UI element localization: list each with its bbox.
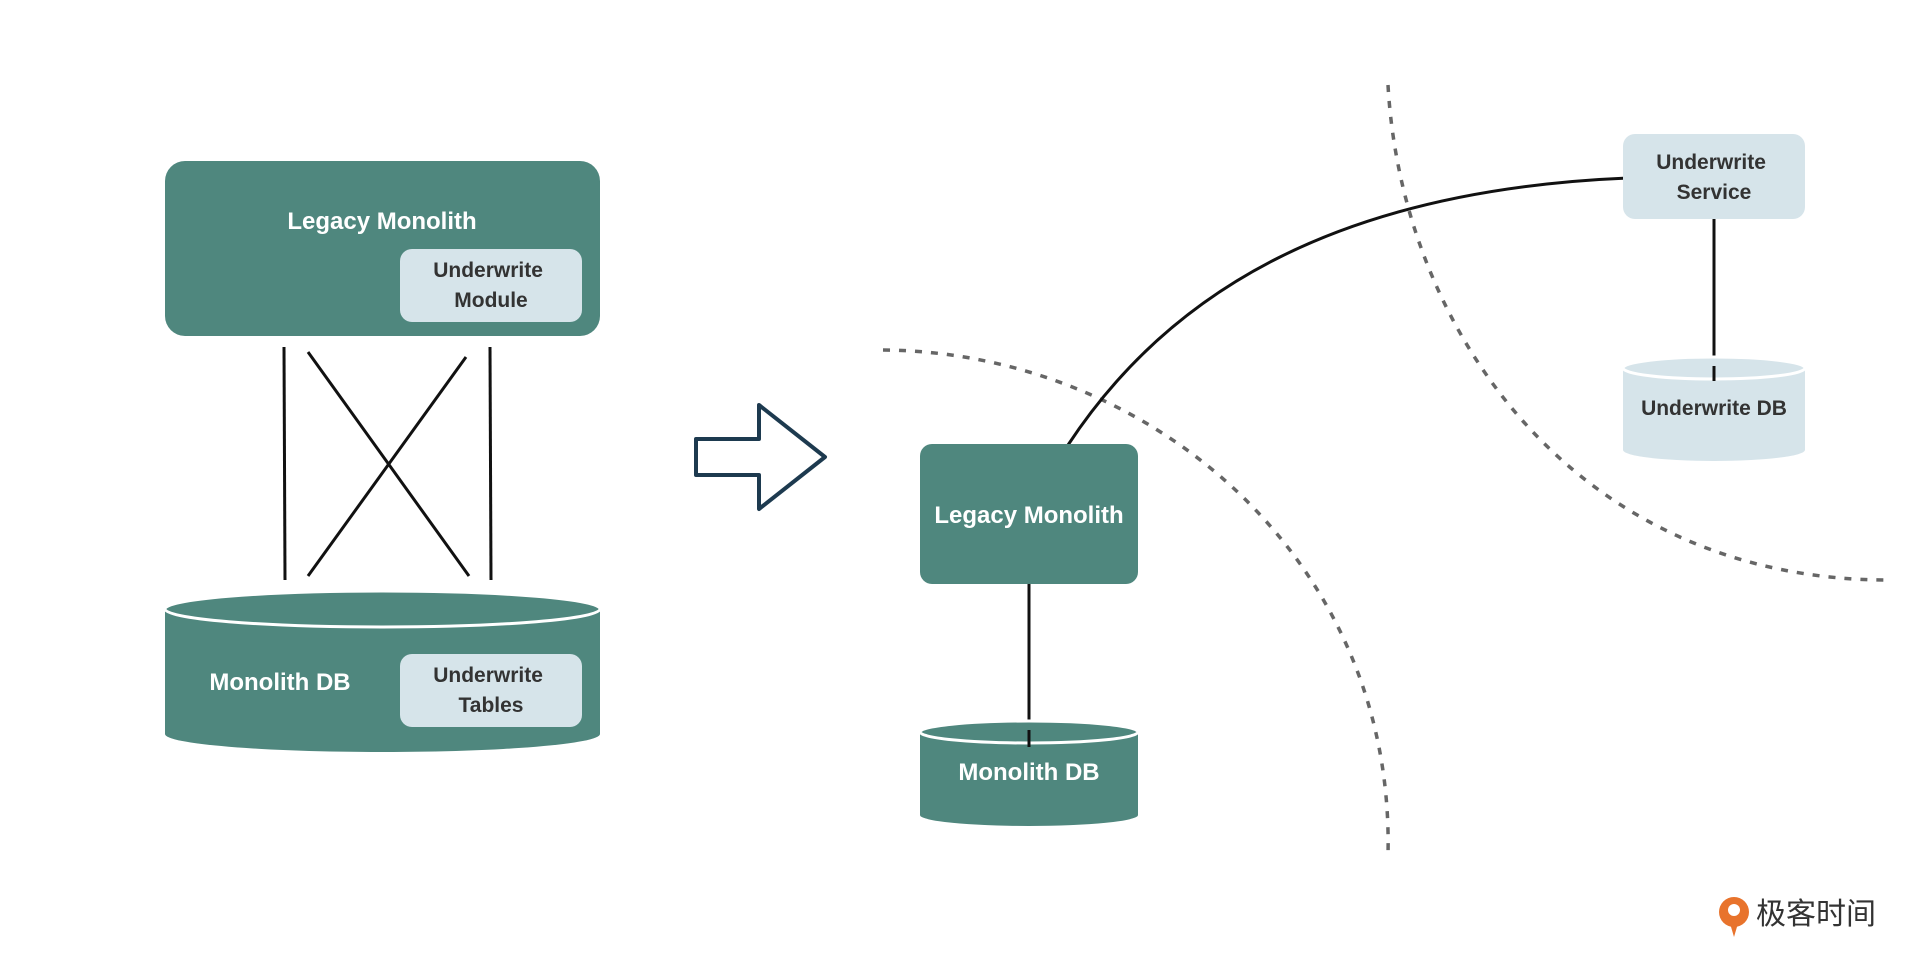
cylinder-top [163,589,602,629]
underwrite-service-label: Underwrite Service [1656,151,1772,204]
underwrite-tables-box [400,654,582,727]
cylinder-body [920,732,1138,826]
legacy-monolith-small-label: Legacy Monolith [934,502,1123,529]
monolith-to-service-connection [1066,176,1629,446]
transition-arrow-icon [694,403,827,511]
brand-name: 极客时间 [1756,897,1876,932]
monolith-db-label: Monolith DB [209,669,350,696]
underwrite-db-label: Underwrite DB [1641,397,1787,420]
connection-line [306,356,468,577]
underwrite-module-box [400,249,582,322]
legacy-monolith-label: Legacy Monolith [287,208,476,235]
legacy-monolith-small-box [920,444,1138,584]
connection-line [488,346,493,581]
monolith-boundary-dashed-curve [882,348,1390,856]
underwrite-module-label: Underwrite Module [433,259,549,312]
underwrite-tables-label: Underwrite Tables [433,664,549,717]
cylinder-body [1623,368,1805,461]
logo-circle-inner [1728,904,1740,916]
underwrite-service-box [1623,134,1805,219]
monolith-db-small-label: Monolith DB [958,759,1099,786]
geektime-logo-icon [1719,897,1749,937]
logo-tail [1729,920,1739,937]
connection-line [282,346,287,581]
monolith-db-connections [282,346,493,581]
